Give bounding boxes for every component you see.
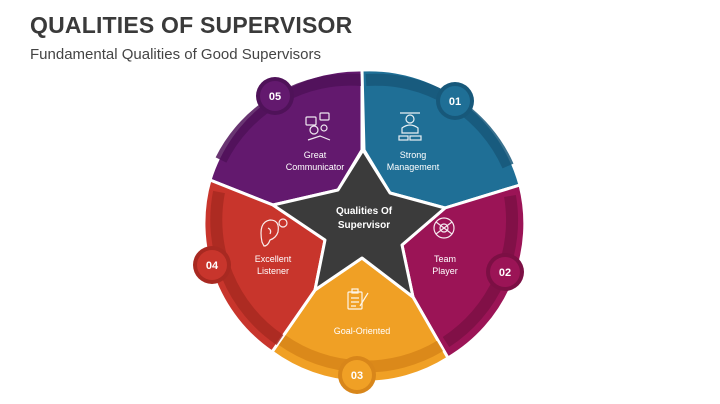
badge-05: 05 <box>256 77 294 115</box>
svg-text:04: 04 <box>206 260 219 272</box>
page-subtitle: Fundamental Qualities of Good Supervisor… <box>30 46 321 63</box>
segment-03-label: Goal-Oriented <box>334 326 391 336</box>
segment-02-label-line1: Team <box>434 254 456 264</box>
management-icon <box>398 112 422 141</box>
segment-02-label-line2: Player <box>432 266 458 276</box>
ear-icon <box>260 218 288 247</box>
segment-05-label-line2: Communicator <box>286 162 345 172</box>
center-star: Qualities Of Supervisor <box>271 148 447 299</box>
segment-01-label-line1: Strong <box>400 150 427 160</box>
badge-03: 03 <box>338 356 376 394</box>
svg-text:01: 01 <box>449 96 461 108</box>
badge-01: 01 <box>436 82 474 120</box>
checklist-icon <box>347 288 369 310</box>
badge-02: 02 <box>486 253 524 291</box>
page-title: QUALITIES OF SUPERVISOR <box>30 12 353 38</box>
svg-text:05: 05 <box>269 91 281 103</box>
communication-icon <box>305 112 331 141</box>
center-label-line2: Supervisor <box>338 220 390 231</box>
svg-text:02: 02 <box>499 267 511 279</box>
segment-04-label-line1: Excellent <box>255 254 292 264</box>
team-icon <box>433 217 455 239</box>
svg-text:03: 03 <box>351 370 363 382</box>
segment-04-label-line2: Listener <box>257 266 289 276</box>
segment-05-label-line1: Great <box>304 150 327 160</box>
segment-01-label-line2: Management <box>387 162 440 172</box>
badge-04: 04 <box>193 246 231 284</box>
center-label-line1: Qualities Of <box>336 206 393 217</box>
